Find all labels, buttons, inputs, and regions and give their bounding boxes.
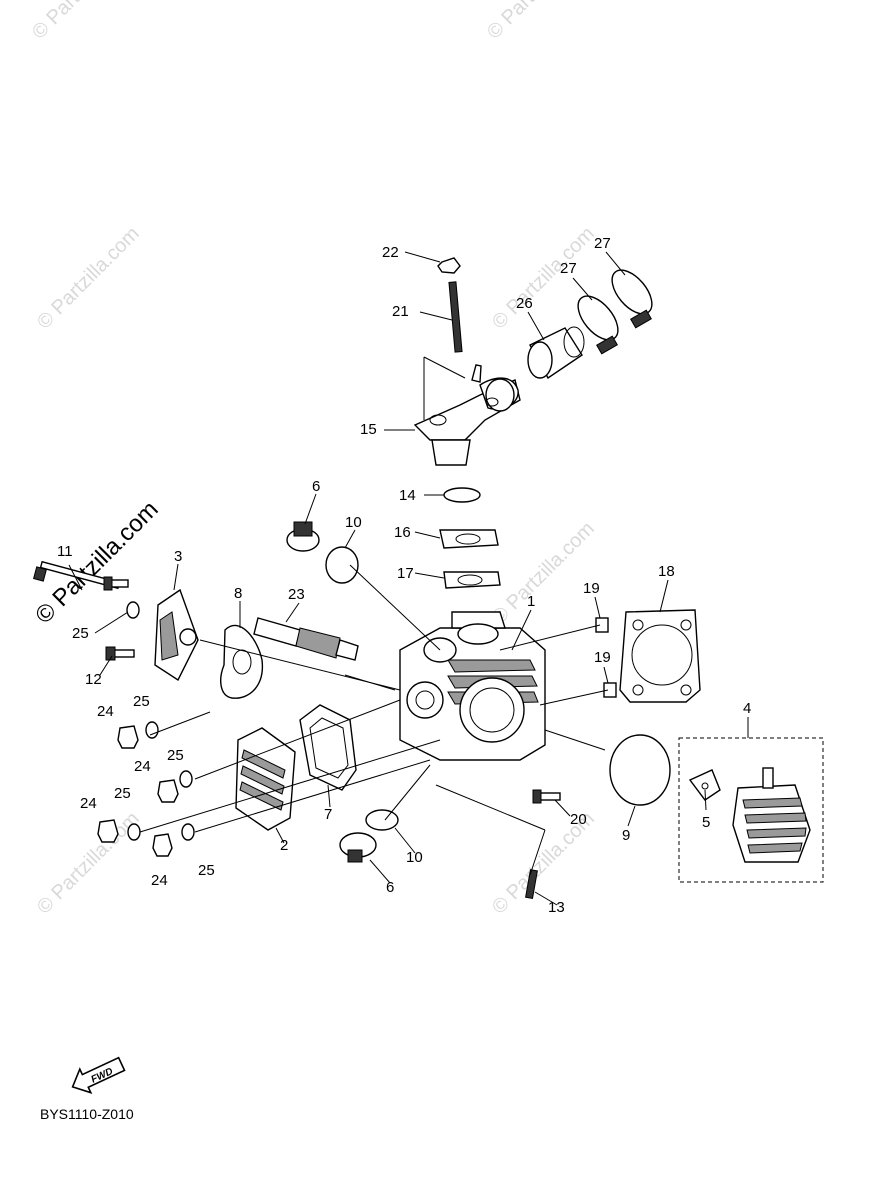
callout-27: 27 [560,260,577,277]
stud-bolt-13 [525,869,538,900]
callout-15: 15 [360,421,377,438]
callout-24: 24 [151,872,168,889]
cylinder-head [399,611,546,761]
nut-22 [437,257,461,274]
callout-25: 25 [133,693,150,710]
callout-24: 24 [97,703,114,720]
callout-23: 23 [288,586,305,603]
callout-22: 22 [382,244,399,261]
watermark: © Partzilla.com [30,496,163,629]
callout-3: 3 [174,548,182,565]
intake-joint [527,326,585,380]
air-shroud-assembly [732,767,811,863]
callout-4: 4 [743,700,751,717]
bolt-upper-tensioner [103,576,129,591]
watermark: © Partzilla.com [483,0,594,44]
callout-6: 6 [386,879,394,896]
spark-plug [253,617,359,661]
stud-bolt-21 [448,281,463,353]
callout-14: 14 [399,487,416,504]
cap-6-upper [286,521,320,552]
callout-9: 9 [622,827,630,844]
callout-24: 24 [134,758,151,775]
washer-25-upper [126,601,140,619]
callout-24: 24 [80,795,97,812]
o-ring-9 [609,734,671,806]
nuts-24 [97,725,179,857]
o-ring-14 [443,487,481,503]
diagram-code: BYS1110-Z010 [40,1106,134,1122]
gasket-8 [220,624,264,699]
bracket-5 [688,769,721,801]
callout-2: 2 [280,837,288,854]
hose-clamp-lower [577,295,619,355]
callout-19: 19 [594,649,611,666]
intake-manifold [413,364,521,466]
bolt-20 [532,789,561,804]
callout-11: 11 [57,543,73,560]
dowel-pin-19-upper [595,617,609,633]
callout-12: 12 [85,671,102,688]
assembly-4-box [678,737,824,883]
callout-17: 17 [397,565,414,582]
callout-25: 25 [114,785,131,802]
callout-27: 27 [594,235,611,252]
cam-chain-tensioner [154,588,199,682]
callout-8: 8 [234,585,242,602]
cap-6-lower [339,832,377,863]
callout-25: 25 [167,747,184,764]
callout-1: 1 [527,593,535,610]
callout-6: 6 [312,478,320,495]
o-ring-10-upper [325,546,359,584]
fwd-arrow-icon: FWD [71,1056,126,1095]
gasket-17 [443,571,501,589]
watermarks: © Partzilla.com © Partzilla.com © Partzi… [28,0,599,919]
callout-26: 26 [516,295,533,312]
watermark: © Partzilla.com [28,0,139,44]
watermark: © Partzilla.com [33,808,144,919]
callout-10: 10 [406,849,423,866]
bolt-12 [105,646,135,661]
callout-25: 25 [72,625,89,642]
callout-13: 13 [548,899,565,916]
callout-16: 16 [394,524,411,541]
watermark: © Partzilla.com [33,223,144,334]
watermark: © Partzilla.com [488,518,599,629]
callout-5: 5 [702,814,710,831]
gasket-7 [299,704,357,791]
washers-25 [127,721,195,841]
callout-20: 20 [570,811,587,828]
callout-21: 21 [392,303,409,320]
callout-18: 18 [658,563,675,580]
leader-lines [68,251,749,906]
cylinder-head-cover [235,727,296,831]
callout-19: 19 [583,580,600,597]
callout-10: 10 [345,514,362,531]
o-ring-10-lower [365,809,399,831]
callouts: 22 21 26 27 27 15 14 16 17 1 19 18 19 6 … [57,235,751,916]
callout-7: 7 [324,806,332,823]
dowel-pin-19-lower [603,682,617,698]
callout-25: 25 [198,862,215,879]
insulator-16 [439,529,499,549]
cylinder-head-gasket [619,609,701,703]
hose-clamp-upper [611,269,653,329]
